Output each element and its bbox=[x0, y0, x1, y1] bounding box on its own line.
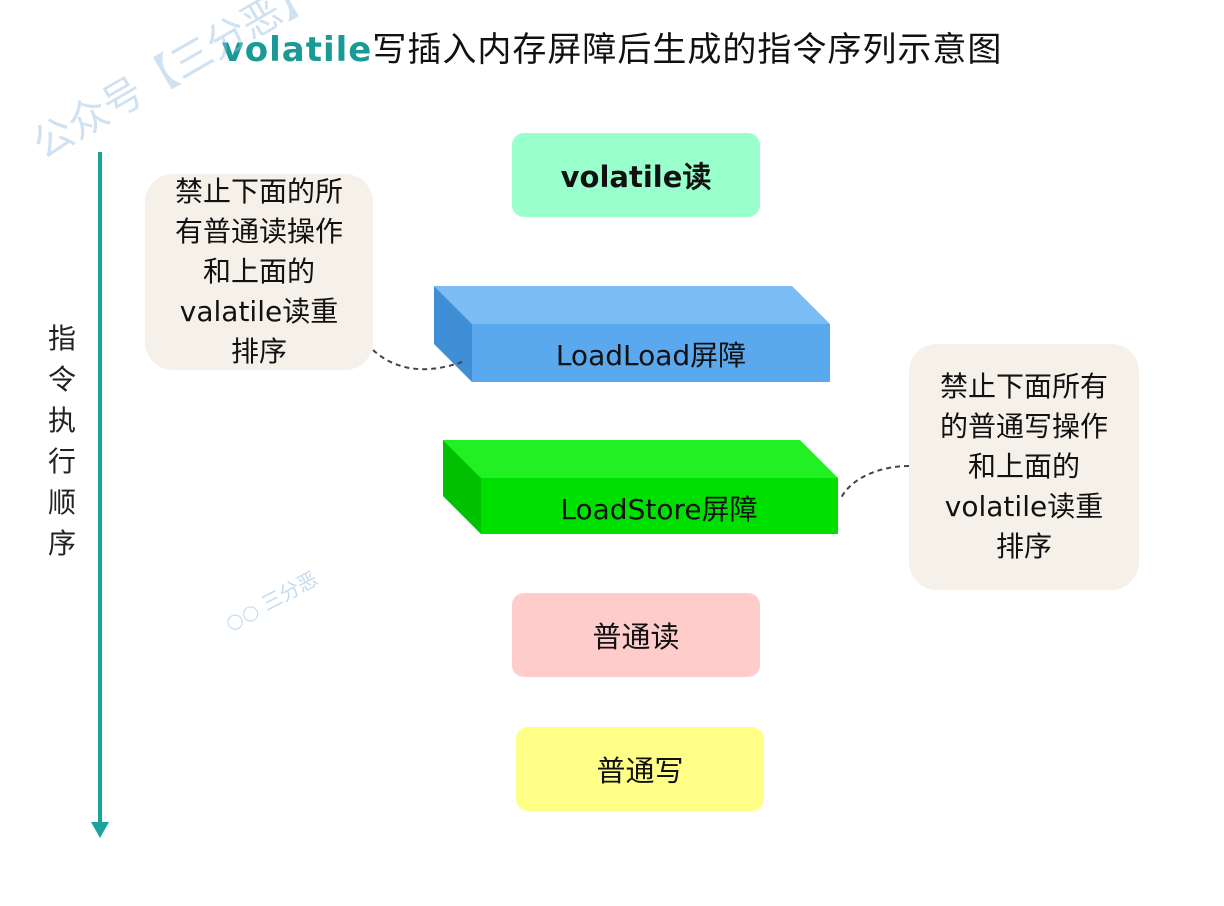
axis-arrow-icon bbox=[91, 822, 109, 838]
note-line: 排序 bbox=[995, 530, 1052, 563]
note-line: 的普通写操作 bbox=[939, 410, 1108, 443]
volatile-read-label: volatile读 bbox=[560, 160, 712, 194]
normal-read-label: 普通读 bbox=[592, 620, 680, 654]
note-line: 和上面的 bbox=[967, 450, 1080, 483]
execution-order-axis bbox=[98, 152, 102, 830]
note-line: 禁止下面的所 bbox=[174, 175, 343, 208]
note-line: valatile读重 bbox=[179, 295, 339, 328]
normal-write-label: 普通写 bbox=[596, 754, 684, 788]
title-highlight: volatile bbox=[221, 30, 373, 70]
wechat-icon: ○○ bbox=[220, 597, 264, 636]
title-rest: 写插入内存屏障后生成的指令序列示意图 bbox=[372, 30, 1003, 70]
volatile-read-box: volatile读 bbox=[512, 133, 760, 217]
normal-write-box: 普通写 bbox=[516, 727, 764, 811]
left-note-connector bbox=[372, 349, 463, 371]
note-line: 和上面的 bbox=[202, 255, 315, 288]
loadload-label: LoadLoad屏障 bbox=[555, 339, 747, 372]
loadstore-note: 禁止下面所有 的普通写操作 和上面的 volatile读重 排序 bbox=[909, 344, 1139, 590]
normal-read-box: 普通读 bbox=[512, 593, 760, 677]
note-line: volatile读重 bbox=[944, 490, 1104, 523]
note-line: 排序 bbox=[230, 335, 287, 368]
axis-label: 指令执行顺序 bbox=[47, 322, 76, 560]
diagram-title: volatile写插入内存屏障后生成的指令序列示意图 bbox=[0, 22, 1224, 71]
right-note-connector bbox=[839, 465, 910, 501]
watermark-small: ○○ 三分恶 bbox=[219, 563, 322, 636]
note-line: 禁止下面所有 bbox=[939, 370, 1108, 403]
loadload-note: 禁止下面的所 有普通读操作 和上面的 valatile读重 排序 bbox=[145, 174, 373, 370]
watermark-small-text: 三分恶 bbox=[257, 566, 322, 616]
note-line: 有普通读操作 bbox=[174, 215, 343, 248]
loadstore-label: LoadStore屏障 bbox=[560, 493, 758, 526]
